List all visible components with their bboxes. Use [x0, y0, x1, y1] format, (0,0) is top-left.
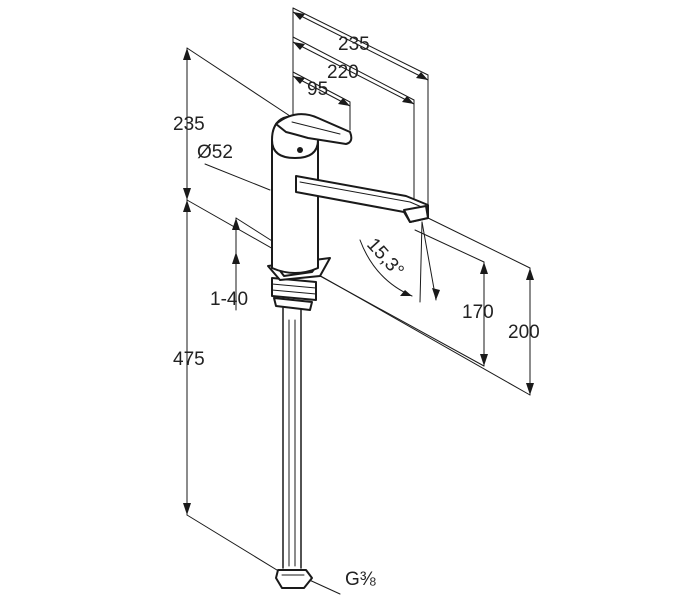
- dimension-arrows: [183, 12, 534, 515]
- dim-body-diameter: Ø52: [197, 142, 233, 163]
- dim-spout-height: 170: [462, 302, 494, 323]
- dim-connection-thread: G⅜: [345, 569, 376, 590]
- dim-handle-offset: 95: [307, 79, 328, 100]
- dim-deck-thickness: 1-40: [210, 289, 248, 310]
- dim-top-width-total: 235: [338, 34, 370, 55]
- dimension-labels: 235 220 95 235 Ø52 1-40 475 170 200 G⅜ 1…: [173, 34, 540, 590]
- dim-hose-length: 475: [173, 349, 205, 370]
- dimension-lines: [186, 11, 531, 516]
- dim-overall-height: 235: [173, 114, 205, 135]
- dim-swivel-angle: 15,3°: [362, 234, 407, 281]
- dim-spout-reach: 220: [327, 62, 359, 83]
- dim-spout-tip-height: 200: [508, 322, 540, 343]
- extension-lines: [186, 7, 531, 595]
- diameter-leader: [204, 163, 271, 191]
- faucet: [267, 113, 429, 589]
